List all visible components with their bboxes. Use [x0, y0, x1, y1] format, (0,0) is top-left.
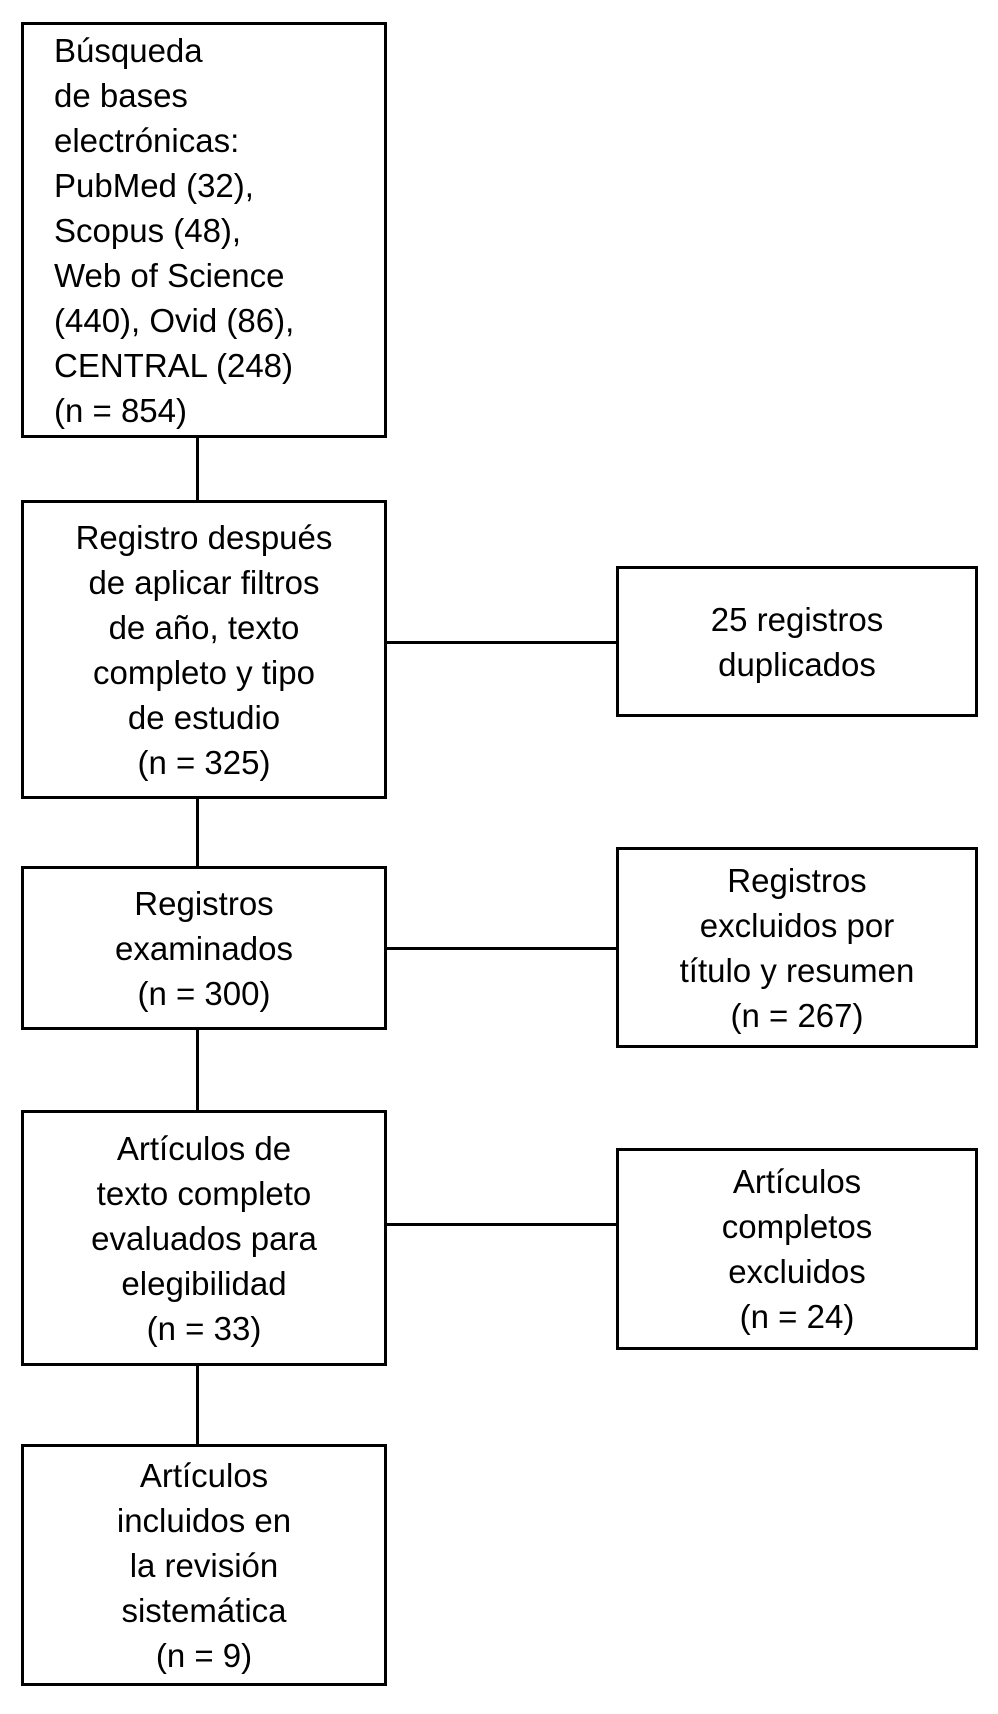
- node-identification-search-label: Búsqueda de bases electrónicas: PubMed (…: [54, 31, 295, 429]
- node-studies-included: Artículos incluidos en la revisión siste…: [21, 1444, 387, 1686]
- connector-filtered-to-screened: [196, 799, 199, 866]
- connector-search-to-filtered: [196, 438, 199, 500]
- node-records-excluded-title-abstract: Registros excluidos por título y resumen…: [616, 847, 978, 1048]
- node-duplicate-records-label: 25 registros duplicados: [710, 600, 884, 683]
- node-fulltext-assessed-label: Artículos de texto completo evaluados pa…: [91, 1129, 317, 1347]
- node-fulltext-assessed: Artículos de texto completo evaluados pa…: [21, 1110, 387, 1366]
- connector-fulltext-to-excluded-fulltext: [387, 1223, 616, 1226]
- node-records-screened: Registros examinados (n = 300): [21, 866, 387, 1030]
- connector-fulltext-to-included: [196, 1366, 199, 1444]
- node-studies-included-label: Artículos incluidos en la revisión siste…: [116, 1456, 292, 1674]
- node-fulltext-excluded-label: Artículos completos excluidos (n = 24): [721, 1163, 873, 1335]
- node-records-excluded-title-abstract-label: Registros excluidos por título y resumen…: [679, 861, 915, 1034]
- node-records-after-filters: Registro después de aplicar filtros de a…: [21, 500, 387, 799]
- node-fulltext-excluded: Artículos completos excluidos (n = 24): [616, 1148, 978, 1350]
- node-records-after-filters-label: Registro después de aplicar filtros de a…: [75, 518, 333, 781]
- node-records-screened-label: Registros examinados (n = 300): [115, 884, 293, 1012]
- connector-screened-to-excluded-title: [387, 947, 616, 950]
- node-duplicate-records: 25 registros duplicados: [616, 566, 978, 717]
- connector-screened-to-fulltext: [196, 1030, 199, 1110]
- node-identification-search: Búsqueda de bases electrónicas: PubMed (…: [21, 22, 387, 438]
- connector-filtered-to-duplicates: [387, 641, 616, 644]
